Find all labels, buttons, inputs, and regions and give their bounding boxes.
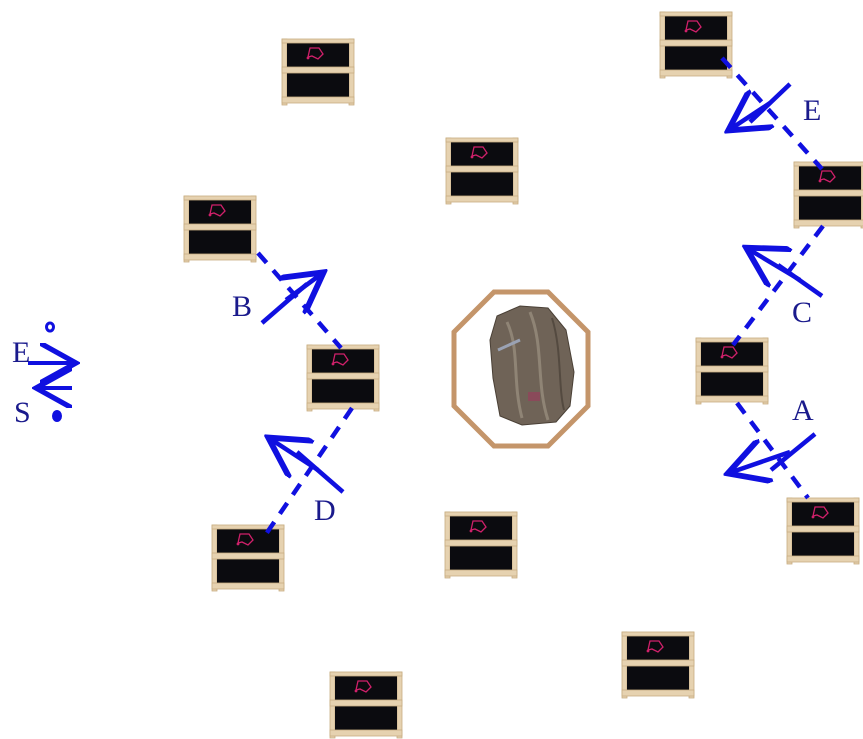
path-labels: E S B D E C A	[12, 94, 821, 527]
path-label-b: B	[232, 290, 252, 323]
path-a-crossbar	[771, 434, 815, 470]
legend-label-s: S	[14, 396, 31, 429]
display-shelf-icon	[184, 196, 256, 262]
central-artifact-group	[454, 292, 588, 446]
display-shelf-icon	[696, 338, 768, 404]
path-d-arrow	[272, 440, 318, 470]
display-shelf-icon	[212, 525, 284, 591]
display-shelf-icon	[622, 632, 694, 698]
path-label-a: A	[792, 394, 814, 427]
path-label-d: D	[314, 494, 336, 527]
entry-dot-icon	[47, 323, 54, 331]
display-shelf-icon	[787, 498, 859, 564]
path-d-crossbar	[297, 452, 343, 492]
legend-label-e: E	[12, 336, 30, 369]
display-shelf-icon	[307, 345, 379, 411]
exit-dot-icon	[52, 410, 62, 422]
path-label-c: C	[792, 296, 812, 329]
display-shelf-icon	[282, 39, 354, 105]
display-shelf-icon	[794, 162, 863, 228]
path-e-arrow	[732, 103, 770, 128]
display-shelf-icon	[660, 12, 732, 78]
entry-exit-legend	[28, 323, 72, 422]
viewing-paths	[258, 58, 823, 537]
display-shelf-icon	[330, 672, 402, 738]
path-b-dashed-line	[258, 253, 341, 348]
display-shelf-icon	[446, 138, 518, 204]
carved-rock-artifact	[490, 306, 574, 425]
path-label-e: E	[803, 94, 821, 127]
path-d-dashed-line	[264, 408, 352, 537]
display-shelf-icon	[445, 512, 517, 578]
